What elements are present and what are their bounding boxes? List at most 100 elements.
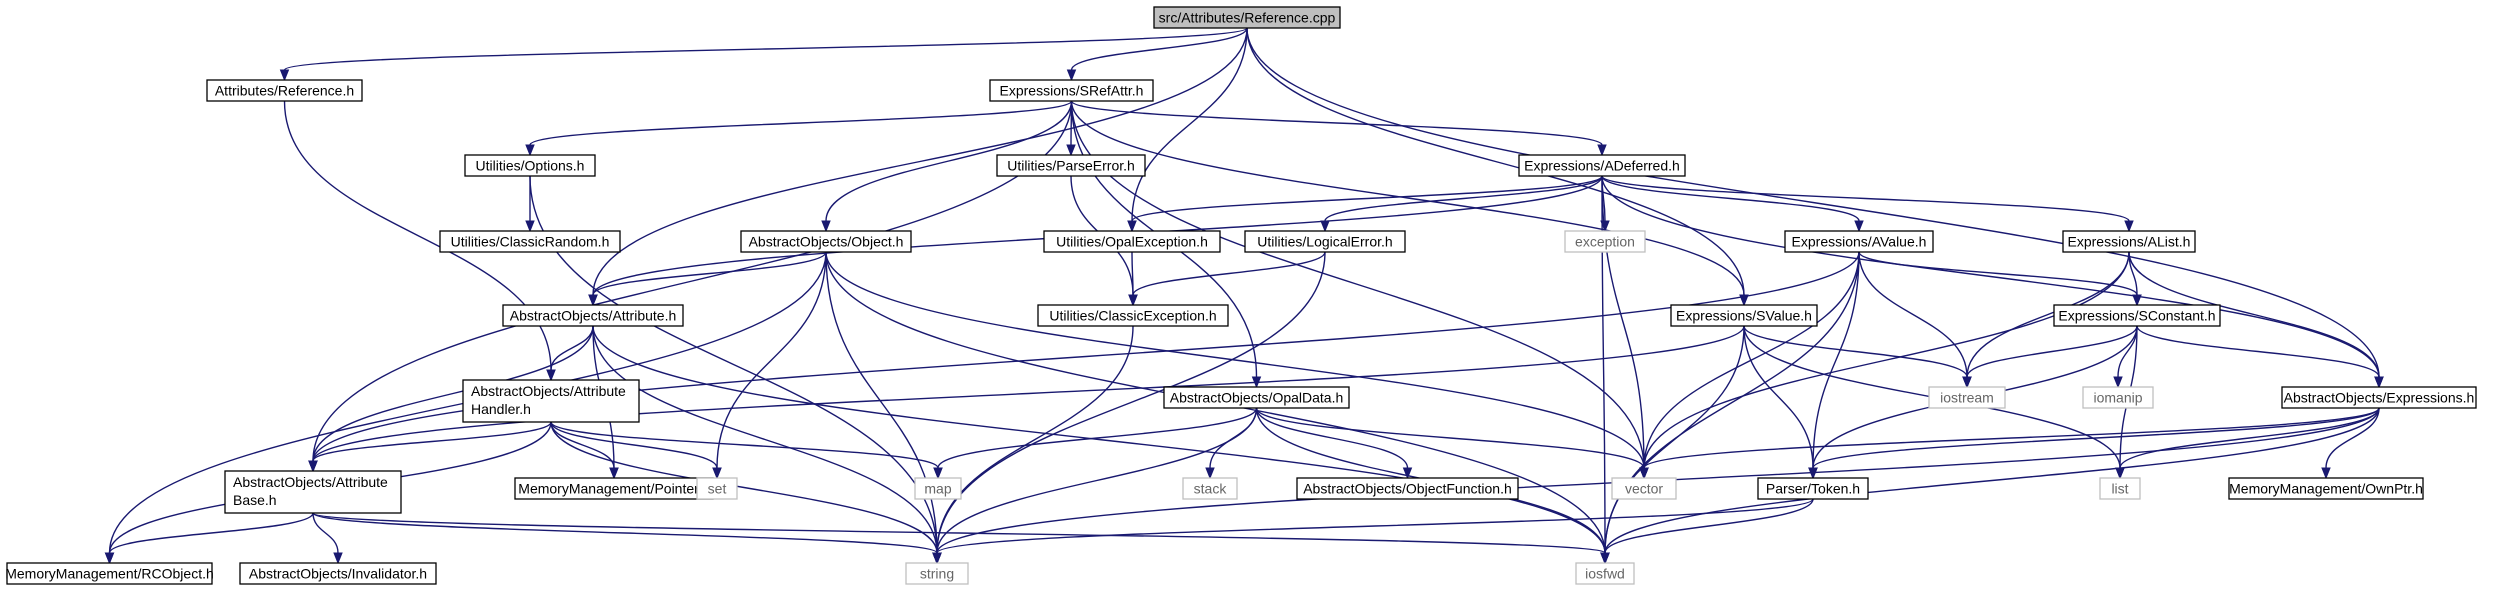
node-label: exception [1575,234,1635,250]
include-edge [821,100,1073,233]
edge-line [1812,407,2380,469]
node-layer: src/Attributes/Reference.cppAttributes/R… [5,6,2477,585]
node-utilities-classicrandom-h[interactable]: Utilities/ClassicRandom.h [439,230,621,253]
edge-arrowhead [1854,220,1864,233]
node-box [1037,304,1229,327]
edge-line [550,421,718,469]
include-edge [312,512,942,565]
node-box [1928,386,2006,409]
node-utilities-opalexception-h[interactable]: Utilities/OpalException.h [1043,230,1221,253]
node-expressions-avalue-h[interactable]: Expressions/AValue.h [1784,230,1934,253]
edge-line [2325,407,2380,469]
edge-arrowhead [525,144,535,157]
edge-line [2136,325,2380,378]
node-abstractobjects-opaldata-h[interactable]: AbstractObjects/OpalData.h [1163,386,1350,409]
edge-line [1858,251,2138,296]
edge-line [1601,175,1860,222]
edge-line [312,512,938,554]
node-iostream: iostream [1928,386,2006,409]
node-label-line: AbstractObjects/Attribute [471,383,626,399]
node-box [1182,477,1238,500]
node-label-line: AbstractObjects/OpalData.h [1170,390,1344,406]
edge-line [550,421,939,469]
node-box [1784,230,1934,253]
node-utilities-logicalerror-h[interactable]: Utilities/LogicalError.h [1244,230,1406,253]
node-utilities-classicexception-h[interactable]: Utilities/ClassicException.h [1037,304,1229,327]
include-edge [933,407,1258,480]
node-label-line: set [708,481,727,497]
edge-arrowhead [2124,220,2134,233]
edge-line [716,251,827,469]
node-expressions-adeferred-h[interactable]: Expressions/ADeferred.h [1518,154,1686,177]
node-attributes-reference-h[interactable]: Attributes/Reference.h [206,79,363,102]
node-memorymanagement-rcobject-h[interactable]: MemoryManagement/RCObject.h [5,562,214,585]
edge-arrowhead [932,552,942,565]
node-label: AbstractObjects/Invalidator.h [249,566,427,582]
node-utilities-parseerror-h[interactable]: Utilities/ParseError.h [996,154,1146,177]
include-edge [546,325,594,382]
node-abstractobjects-invalidator-h[interactable]: AbstractObjects/Invalidator.h [239,562,437,585]
node-abstractobjects-attribute-h[interactable]: AbstractObjects/Attribute.h [502,304,684,327]
node-label-line: AbstractObjects/ObjectFunction.h [1303,481,1512,497]
include-edge [525,100,1073,157]
edge-arrowhead [821,220,831,233]
node-label-line: Expressions/SRefAttr.h [1000,83,1144,99]
edge-arrowhead [1320,220,1330,233]
edge-line [825,251,938,554]
node-box [989,79,1154,102]
edge-line [312,251,1860,462]
node-reference-cpp[interactable]: src/Attributes/Reference.cpp [1153,6,1341,29]
edge-line [1604,407,2380,554]
node-abstractobjects-objectfunction-h[interactable]: AbstractObjects/ObjectFunction.h [1296,477,1519,500]
node-expressions-alist-h[interactable]: Expressions/AList.h [2062,230,2196,253]
node-label: AbstractObjects/Attribute.h [510,308,677,324]
edge-line [108,512,314,554]
node-label: Utilities/ClassicRandom.h [451,234,610,250]
edge-line [1070,100,1745,296]
node-label-line: MemoryManagement/OwnPtr.h [2229,481,2423,497]
edge-line [1324,175,1603,222]
node-list: list [2099,477,2141,500]
node-abstractobjects-expressions-h[interactable]: AbstractObjects/Expressions.h [2281,386,2477,409]
node-label-line: MemoryManagement/Pointer.h [518,481,709,497]
node-box [2281,386,2477,409]
node-expressions-svalue-h[interactable]: Expressions/SValue.h [1670,304,1818,327]
node-parser-token-h[interactable]: Parser/Token.h [1757,477,1869,500]
node-label-line: vector [1625,481,1663,497]
node-label: iomanip [2093,390,2142,406]
node-label-line: Utilities/OpalException.h [1056,234,1208,250]
node-label: list [2111,481,2128,497]
node-utilities-options-h[interactable]: Utilities/Options.h [464,154,596,177]
include-edge [104,512,314,565]
node-label-line: AbstractObjects/Attribute [233,474,388,490]
edge-arrowhead [279,69,290,82]
node-memorymanagement-ownptr-h[interactable]: MemoryManagement/OwnPtr.h [2228,477,2424,500]
node-expressions-sconstant-h[interactable]: Expressions/SConstant.h [2053,304,2221,327]
include-edge [1743,325,1818,480]
edge-line [1255,407,1409,469]
node-label-line: Expressions/ADeferred.h [1524,158,1680,174]
edge-line [1070,27,1248,71]
edge-line [592,325,938,554]
node-stack: stack [1182,477,1238,500]
edge-arrowhead [1600,552,1610,565]
node-box [1518,154,1686,177]
edge-arrowhead [1600,220,1610,233]
node-box [6,562,213,585]
node-label: Parser/Token.h [1766,481,1860,497]
node-memorymanagement-pointer-h[interactable]: MemoryManagement/Pointer.h [514,477,714,500]
node-box [462,379,640,423]
node-box [1043,230,1221,253]
node-abstractobjects-object-h[interactable]: AbstractObjects/Object.h [740,230,912,253]
node-label: set [708,481,727,497]
node-box [914,477,962,500]
include-edge [1255,407,1413,480]
node-expressions-srefattr-h[interactable]: Expressions/SRefAttr.h [989,79,1154,102]
edge-line [2119,407,2380,469]
node-label-line: src/Attributes/Reference.cpp [1159,10,1336,26]
edge-line [283,27,1248,71]
node-label: MemoryManagement/Pointer.h [518,481,709,497]
